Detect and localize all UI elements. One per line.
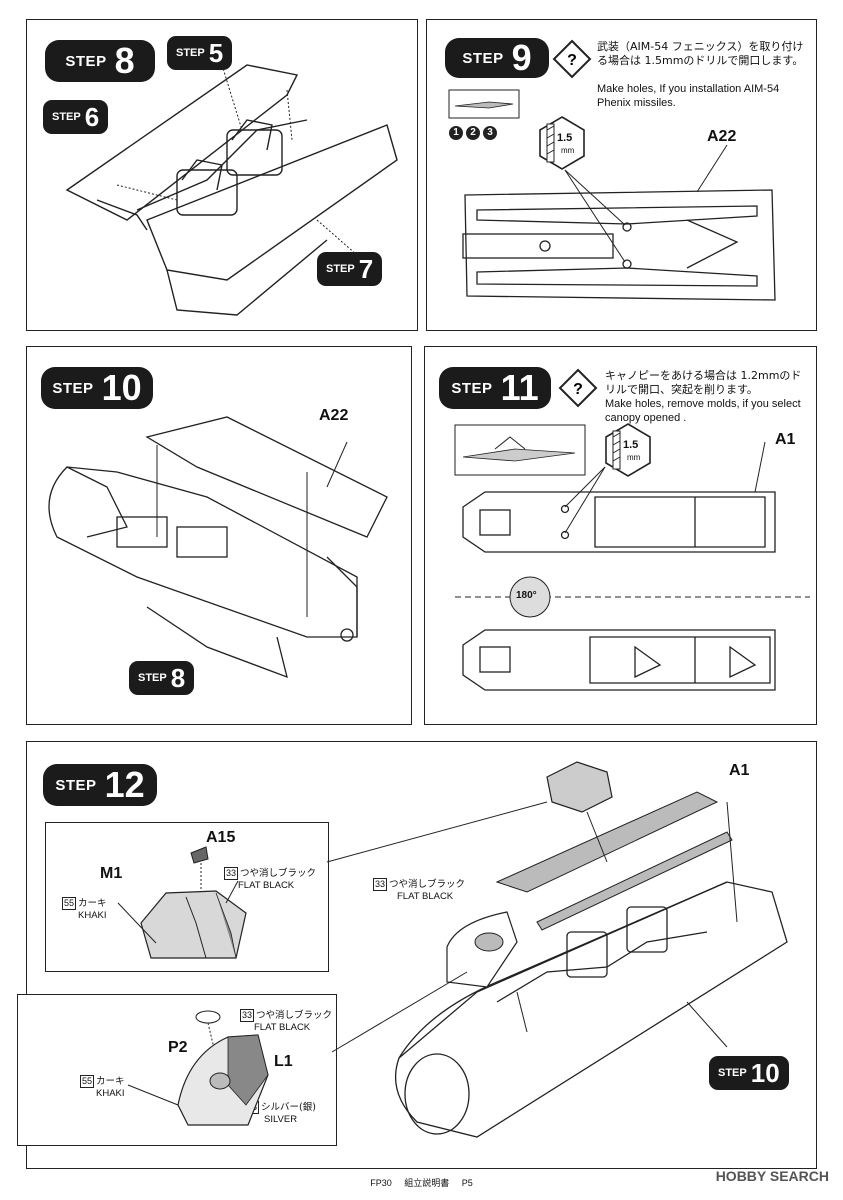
part-a1-label-step12: A1 bbox=[729, 762, 750, 779]
step-8-ref-badge: STEP 8 bbox=[129, 661, 195, 695]
step-9-badge: STEP 9 bbox=[445, 38, 549, 78]
step-10-ref-badge: STEP 10 bbox=[709, 1056, 789, 1090]
drill-option-icon: ? bbox=[552, 39, 592, 79]
fuselage-assembly-drawing bbox=[65, 64, 398, 316]
drill-size-marker: 1.5 mm bbox=[539, 116, 585, 170]
aircraft-thumbnail-step11 bbox=[454, 424, 586, 476]
svg-text:?: ? bbox=[573, 381, 583, 398]
step-10-badge: STEP 10 bbox=[41, 367, 153, 409]
part-a22-label-step10: A22 bbox=[319, 407, 349, 424]
part-a22-label: A22 bbox=[707, 128, 737, 145]
page-footer: FP30 組立説明書 P5 bbox=[370, 1178, 473, 1189]
step-10-panel: STEP 10 A22 STEP 8 bbox=[26, 346, 412, 725]
part-m1-label: M1 bbox=[100, 865, 123, 882]
step-11-note-en: Make holes, remove molds, if you select … bbox=[605, 398, 801, 424]
fuselage-a22-drawing bbox=[48, 416, 388, 679]
step-8-panel: STEP 8 STEP 5 STEP 6 STEP 7 bbox=[26, 19, 418, 331]
cockpit-assembly-drawing bbox=[326, 761, 788, 1138]
step-12-badge: STEP 12 bbox=[43, 764, 157, 806]
option-1-marker: 1 bbox=[449, 126, 463, 140]
part-a15-label: A15 bbox=[206, 829, 236, 846]
step-9-note-jp: 武装（AIM-54 フェニックス）を取り付ける場合は 1.5mmのドリルで開口し… bbox=[597, 40, 804, 67]
hobby-search-watermark: HOBBY SEARCH bbox=[715, 1168, 829, 1184]
step-11-badge: STEP 11 bbox=[439, 367, 551, 409]
option-3-marker: 3 bbox=[483, 126, 497, 140]
step-9-panel: STEP 9 ? 武装（AIM-54 フェニックス）を取り付ける場合は 1.5m… bbox=[426, 19, 817, 331]
drill-size-value: 1.5 bbox=[557, 132, 573, 144]
option-markers: 1 2 3 bbox=[449, 126, 497, 140]
part-a22-drawing bbox=[462, 144, 776, 301]
canopy-part-drawing bbox=[127, 1010, 269, 1126]
seat-part-drawing bbox=[117, 846, 247, 959]
drill-option-icon-step11: ? bbox=[558, 368, 598, 408]
step-8-badge: STEP 8 bbox=[45, 40, 155, 82]
drill-size-unit-step11: mm bbox=[627, 453, 641, 462]
step-6-ref-badge: STEP 6 bbox=[43, 100, 109, 134]
drill-size-value-step11: 1.5 bbox=[623, 439, 639, 451]
svg-text:?: ? bbox=[567, 52, 577, 69]
part-l1-label: L1 bbox=[274, 1053, 293, 1070]
option-2-marker: 2 bbox=[466, 126, 480, 140]
step-11-note-jp: キャノピーをあける場合は 1.2mmのドリルで開口、突起を削ります。 bbox=[605, 369, 802, 396]
aircraft-thumbnail bbox=[448, 89, 520, 119]
step-11-panel: STEP 11 ? キャノピーをあける場合は 1.2mmのドリルで開口、突起を削… bbox=[424, 346, 817, 725]
part-a1-views-drawing bbox=[455, 441, 810, 691]
part-p2-label: P2 bbox=[168, 1039, 188, 1056]
drill-size-unit: mm bbox=[561, 146, 575, 155]
part-a1-label-step11: A1 bbox=[775, 431, 796, 448]
rotate-180-label: 180° bbox=[516, 590, 537, 601]
drill-size-marker-step11: 1.5 mm bbox=[605, 423, 651, 477]
step-5-ref-badge: STEP 5 bbox=[167, 36, 233, 70]
step-9-note-en: Make holes, If you installation AIM-54 P… bbox=[597, 83, 780, 109]
step-7-ref-badge: STEP 7 bbox=[317, 252, 383, 286]
